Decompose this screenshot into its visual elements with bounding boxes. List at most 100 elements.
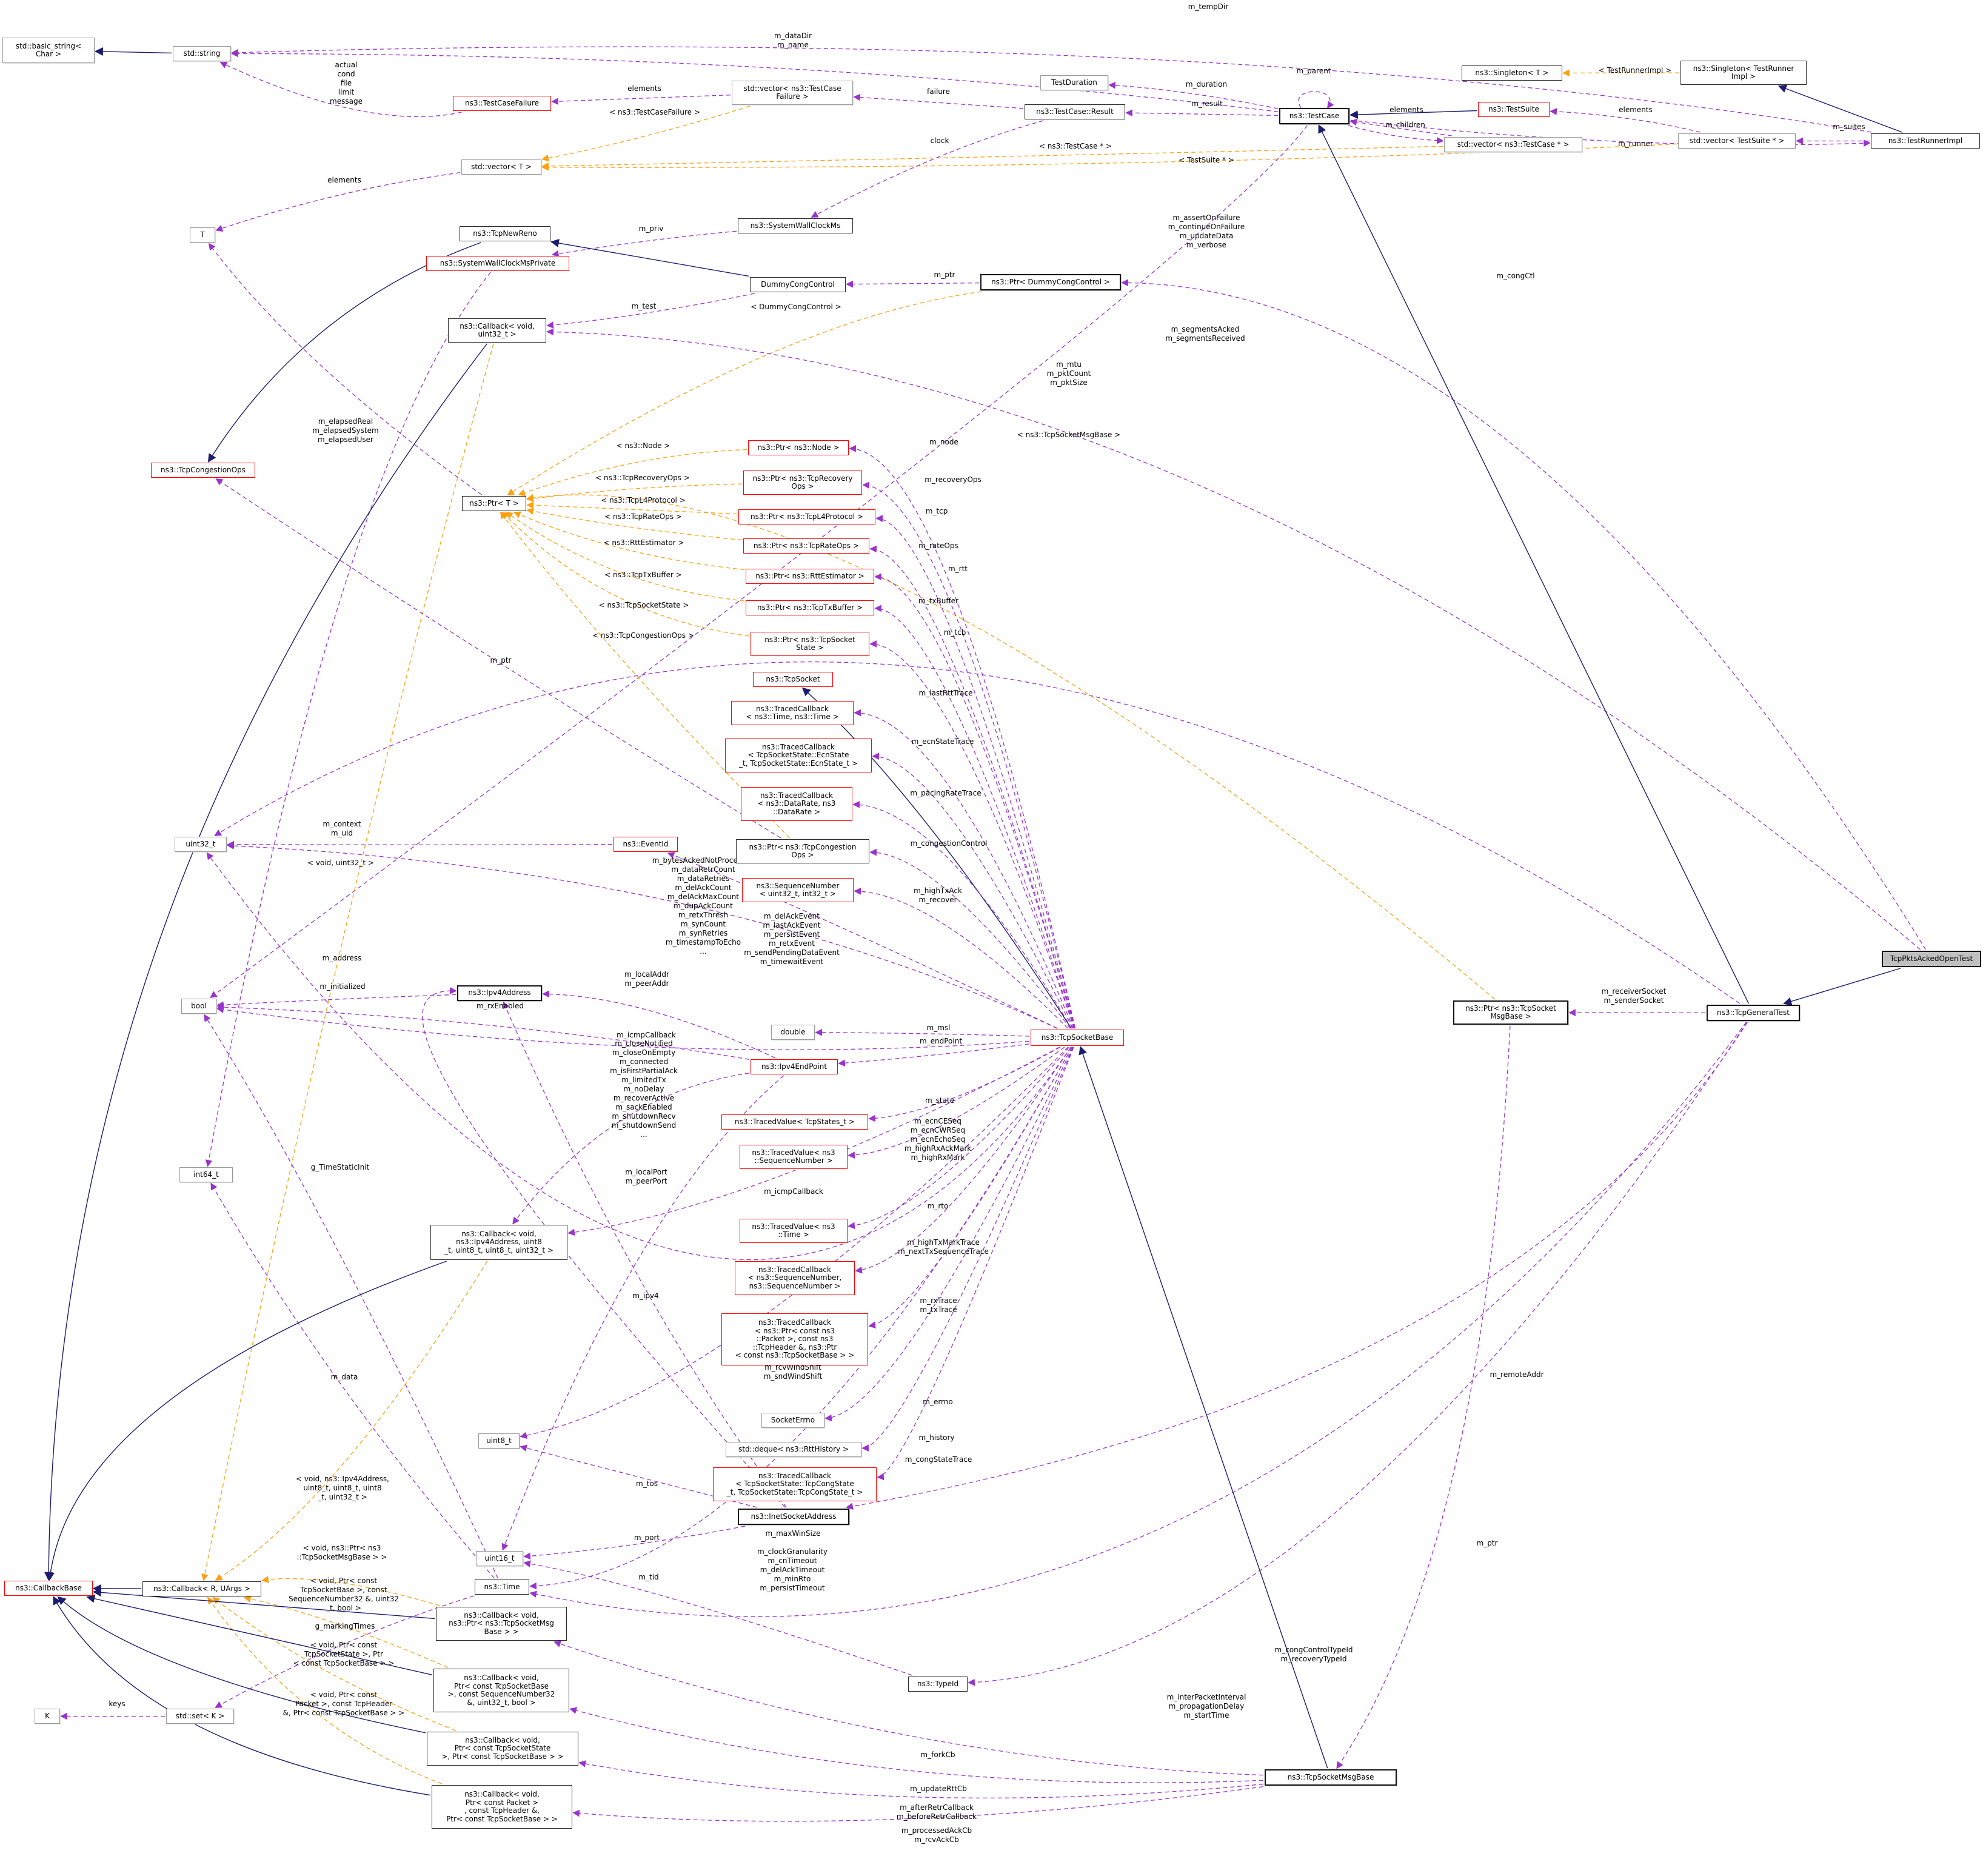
edge-label: m_endPoint [919,1037,963,1045]
class-node-tcpgeneraltest[interactable]: ns3::TcpGeneralTest [1707,1005,1800,1021]
edge-label: < ns3::TcpL4Protocol > [601,496,686,504]
edge-label: m_rto [927,1202,949,1210]
edge-tcpsocketbase-tv_time [848,1047,1070,1230]
edge-label: m_errno [923,1398,953,1406]
class-node-int64: int64_t [179,1167,233,1182]
edge-label: < DummyCongControl > [751,303,841,311]
edge-tcpsocketbase-uint32 [206,852,1071,1260]
edge-label: m_rtt [948,564,968,573]
edge-tcpsocketbase-tc_ecn [872,752,1073,1029]
class-node-cb_void_u32[interactable]: ns3::Callback< void,uint32_t > [448,318,546,343]
edge-swcmp-int64 [205,272,491,1167]
class-node-ptr_dcc[interactable]: ns3::Ptr< DummyCongControl > [980,274,1121,290]
edge-tcpsocketbase-eventid [667,852,1058,1029]
edge-label: m_duration [1185,80,1228,89]
edge-label: m_clockGranularity m_cnTimeout m_delAckT… [757,1547,828,1592]
class-node-inetsocketaddress[interactable]: ns3::InetSocketAddress [738,1509,849,1525]
class-node-cb_sockstate[interactable]: ns3::Callback< void,Ptr< const TcpSocket… [427,1732,578,1766]
edge-label: m_state [925,1096,955,1105]
edge-tcpgeneraltest-time [529,1022,1747,1617]
edge-label: m_icmpCallback [617,1031,676,1039]
class-node-set_k: std::set< K > [166,1709,234,1724]
edge-ptr_dcc-ptr_t [507,291,981,495]
edge-testcase-vec_tc_ptr [1348,125,1444,144]
edge-label: m_icmpCallback [764,1187,823,1196]
edge-ipv4endpoint-bool [216,1003,750,1060]
edge-dummycong-tcpnewreno [550,239,749,277]
edge-label: m_afterRetrCallback m_beforeRetrCallback [896,1803,977,1821]
edge-testcase-testduration [1108,81,1279,109]
class-node-testcase[interactable]: ns3::TestCase [1279,108,1349,124]
edge-ptr_congops-tcpcongops [215,478,781,839]
class-node-ptr_t[interactable]: ns3::Ptr< T > [462,496,526,511]
class-node-vec_t: std::vector< T > [461,159,541,175]
class-node-cb_ipv4[interactable]: ns3::Callback< void,ns3::Ipv4Address, ui… [430,1225,567,1260]
class-node-cb_packet[interactable]: ns3::Callback< void,Ptr< const Packet >,… [432,1785,572,1829]
edge-label: m_updateRttCb [910,1784,967,1793]
edge-cb_sockstate-callbackbase [57,1596,426,1734]
class-node-dummycong[interactable]: DummyCongControl [750,277,846,292]
class-node-uint32: uint32_t [175,837,227,852]
class-node-tc_seqseq: ns3::TracedCallback< ns3::SequenceNumber… [735,1261,855,1295]
class-node-tcpnewreno[interactable]: ns3::TcpNewReno [460,226,550,241]
edge-label: < ns3::TcpRateOps > [604,512,682,521]
class-node-cb_msgbase[interactable]: ns3::Callback< void,ns3::Ptr< ns3::TcpSo… [436,1607,567,1641]
edge-label: m_tempDir [1188,2,1229,11]
edge-label: m_rxTrace m_txTrace [920,1296,957,1314]
edge-ptr_rateops-ptr_t [526,508,743,541]
edge-label: m_assertOnFailure m_continueOnFailure m_… [1168,213,1245,249]
class-node-tc_congstate: ns3::TracedCallback< TcpSocketState::Tcp… [713,1467,877,1501]
class-node-callbackbase: ns3::CallbackBase [4,1581,93,1596]
edge-label: m_ptr [490,656,512,665]
edge-label: m_data [330,1373,358,1381]
edge-label: m_localAddr m_peerAddr [624,970,669,988]
edge-label: m_node [929,438,958,446]
class-node-time[interactable]: ns3::Time [475,1580,529,1595]
edge-label: m_mtu m_pktCount m_pktSize [1046,360,1091,387]
edge-label: elements [1389,106,1423,114]
class-node-result[interactable]: ns3::TestCase::Result [1025,104,1125,119]
edge-cb_seqnum32-callback_r [243,1595,449,1668]
edge-tcpsocketmsgbase-cb_packet [572,1786,1264,1822]
edge-label: m_pacingRateTrace [910,789,981,797]
edge-tcpsocketbase-ptr_tcb [869,640,1075,1029]
edge-tcpsocketbase-tc_pkt [868,1047,1072,1328]
class-node-cb_seqnum32[interactable]: ns3::Callback< void,Ptr< const TcpSocket… [433,1669,569,1712]
edge-ptr_l4-ptr_t [526,501,738,515]
edge-vec_tcf-testcasefailure [551,95,731,105]
class-node-tcpsocketmsgbase[interactable]: ns3::TcpSocketMsgBase [1265,1769,1397,1786]
edge-label: m_test [631,302,657,310]
edge-label: m_forkCb [920,1750,955,1759]
edge-label: m_msl [926,1023,951,1032]
edge-label: m_bytesAckedNotProcessed m_dataRetrCount… [652,856,755,956]
edge-label: m_closeNotified m_closeOnEmpty m_connect… [610,1039,678,1139]
edge-label: m_elapsedReal m_elapsedSystem m_elapsedU… [312,417,379,444]
class-node-runnerimpl[interactable]: ns3::TestRunnerImpl [1871,133,1980,149]
class-node-singleton_t[interactable]: ns3::Singleton< T > [1462,65,1562,81]
class-node-ipv4address[interactable]: ns3::Ipv4Address [457,985,542,1001]
edge-tcpsocketbase-uint32 [227,842,1057,1029]
class-node-bool: bool [181,999,216,1014]
class-node-callback_r[interactable]: ns3::Callback< R, UArgs > [142,1581,261,1596]
edge-testcase-result [1125,109,1279,117]
class-node-swcm[interactable]: ns3::SystemWallClockMs [738,218,853,233]
class-node-uint8: uint8_t [478,1433,520,1449]
class-node-tv_tcpstates: ns3::TracedValue< TcpStates_t > [721,1114,868,1130]
edge-cb_sockstate-callback_r [212,1596,456,1731]
class-node-typeid[interactable]: ns3::TypeId [908,1677,968,1692]
edge-label: < void, Ptr< const TcpSocketBase >, cons… [289,1576,399,1612]
edge-ipv4endpoint-cb_ipv4 [512,1073,750,1225]
edge-tcpsocketbase-ptr_node [849,445,1076,1029]
edge-label: m_interPacketInterval m_propagationDelay… [1166,1693,1246,1720]
edge-label: < ns3::TestCaseFailure > [609,108,700,116]
edge-label: m_delAckEvent m_lastAckEvent m_persistEv… [744,912,840,966]
edge-label: m_ptr [1476,1539,1498,1547]
edge-label: m_children [1385,121,1425,129]
edge-label: < void, Ptr< const TcpSocketState >, Ptr… [293,1641,395,1667]
class-node-K: K [35,1709,60,1724]
edge-tcppkts-ptr_dcc [1121,279,1926,950]
